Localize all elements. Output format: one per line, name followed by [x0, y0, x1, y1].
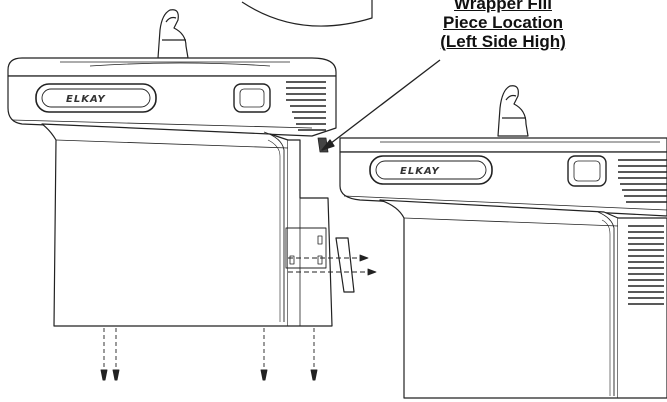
left-brand-label: ELKAY — [66, 94, 107, 105]
wrapper-fill-callout: Wrapper Fill Piece Location (Left Side H… — [408, 0, 598, 51]
right-bubbler — [497, 85, 529, 137]
left-basin-body — [7, 75, 337, 137]
fill-piece-screws — [288, 254, 377, 276]
left-brand-plate — [35, 83, 157, 113]
left-bubbler — [157, 9, 189, 59]
left-upper-vents — [286, 81, 326, 131]
left-side-wrapper — [288, 139, 333, 327]
left-front-panel — [41, 123, 289, 327]
callout-line-1: Wrapper Fill — [454, 0, 552, 13]
right-side-wrapper — [618, 217, 667, 399]
left-wall-bracket — [285, 227, 327, 269]
left-basin-top — [7, 57, 337, 77]
left-push-button — [233, 83, 271, 113]
callout-line-3: (Left Side High) — [440, 32, 566, 51]
right-front-panel — [379, 199, 619, 399]
right-brand-label: ELKAY — [400, 166, 441, 177]
mounting-screws — [100, 328, 318, 381]
right-brand-plate — [369, 155, 493, 185]
right-cooler-unit: ELKAY — [339, 85, 667, 399]
right-lower-vents — [628, 225, 664, 305]
left-cooler-unit: ELKAY — [7, 9, 377, 381]
wrapper-fill-piece — [335, 237, 355, 293]
right-push-button — [567, 155, 607, 187]
right-basin-top — [339, 137, 667, 153]
callout-leader — [321, 59, 441, 151]
callout-line-2: Piece Location — [443, 13, 563, 32]
detail-circle-arc — [241, 0, 373, 27]
right-upper-vents — [618, 159, 667, 203]
